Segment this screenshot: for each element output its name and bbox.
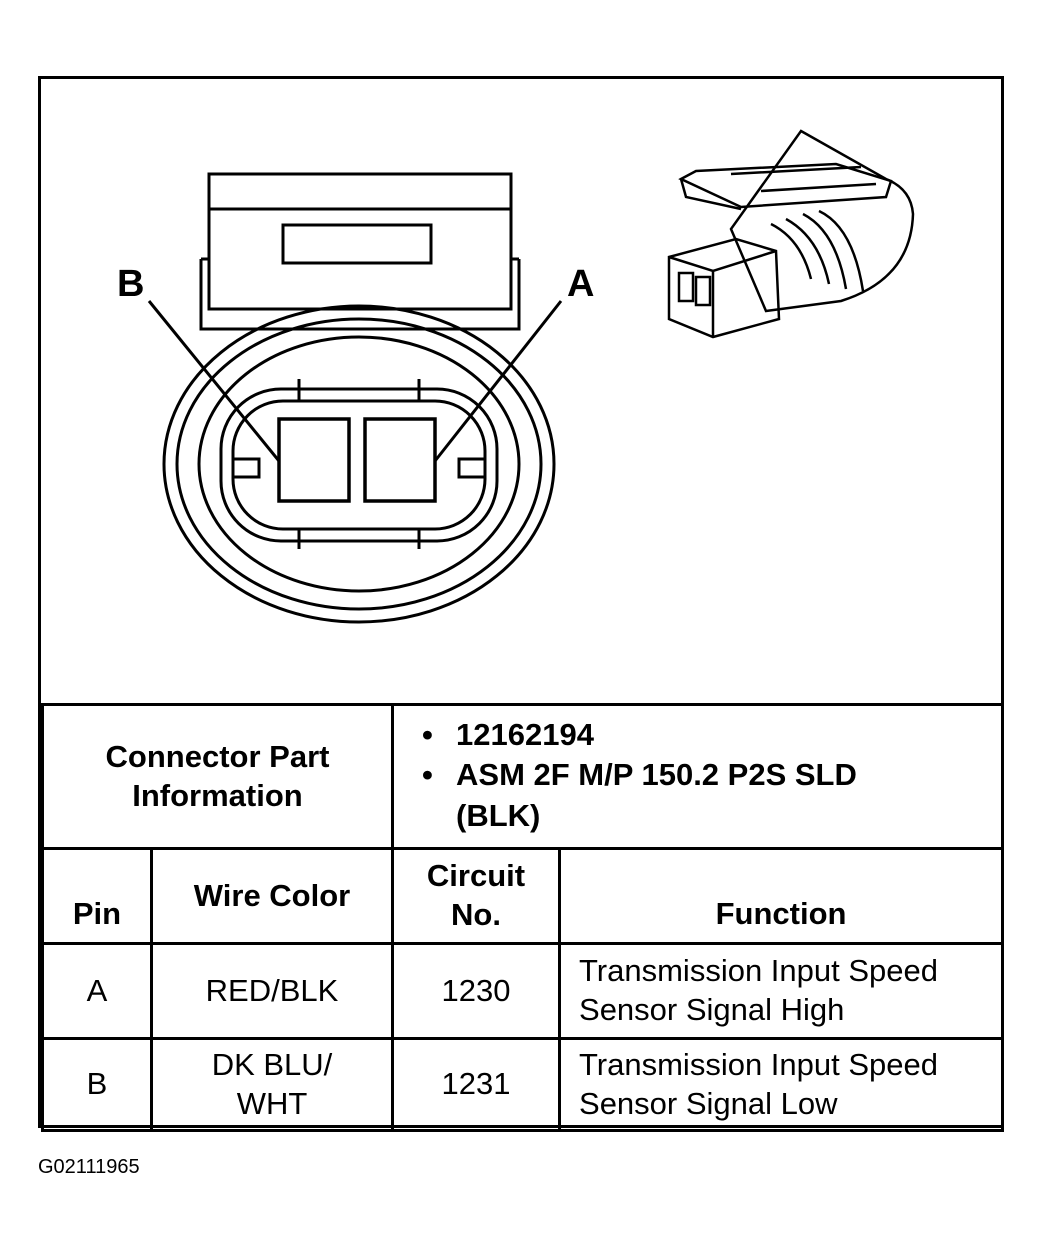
header-circuit-no: Circuit No. (391, 847, 562, 945)
circuit-cell: 1231 (391, 1037, 562, 1132)
function-cell: Transmission Input Speed Sensor Signal H… (558, 942, 1005, 1040)
connector-info-table: Connector Part Information 12162194 ASM … (40, 703, 1005, 1132)
connector-diagram: B A (41, 79, 1001, 703)
function-cell: Transmission Input Speed Sensor Signal L… (558, 1037, 1005, 1132)
part-number: 12162194 (422, 715, 1001, 756)
connector-part-list: 12162194 ASM 2F M/P 150.2 P2S SLD (BLK) (394, 707, 1001, 846)
pin-cell: B (41, 1037, 153, 1132)
figure-id: G02111965 (38, 1156, 140, 1178)
connector-part-label: Connector Part Information (40, 703, 395, 850)
pin-a-label: A (567, 263, 595, 305)
header-wire-color: Wire Color (149, 847, 395, 945)
part-description: ASM 2F M/P 150.2 P2S SLD (BLK) (422, 755, 1001, 836)
table-header-row: Pin Wire Color Circuit No. Function (41, 847, 1005, 945)
header-function: Function (558, 847, 1005, 945)
diagram-frame: B A Connector Part Information 12162194 … (38, 76, 1005, 1132)
wire-color-cell: RED/BLK (149, 942, 395, 1040)
pin-b-label: B (117, 263, 145, 305)
circuit-cell: 1230 (391, 942, 562, 1040)
connector-face-drawing (147, 129, 915, 624)
header-pin: Pin (41, 847, 153, 945)
table-row: A RED/BLK 1230 Transmission Input Speed … (41, 942, 1005, 1040)
table-row: B DK BLU/ WHT 1231 Transmission Input Sp… (41, 1037, 1005, 1132)
wire-color-cell: DK BLU/ WHT (149, 1037, 395, 1132)
pin-cell: A (41, 942, 153, 1040)
connector-part-row: Connector Part Information 12162194 ASM … (40, 703, 1005, 850)
connector-part-values: 12162194 ASM 2F M/P 150.2 P2S SLD (BLK) (391, 703, 1005, 850)
